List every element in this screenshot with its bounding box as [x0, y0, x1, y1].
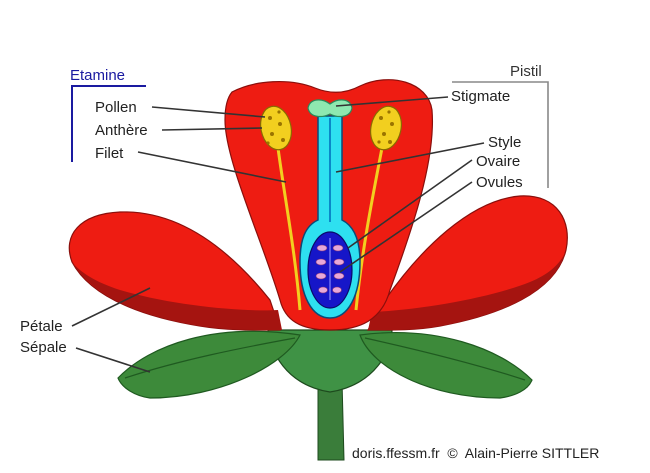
sepal-left — [117, 330, 301, 399]
ovules-leader — [339, 181, 473, 273]
anthere-leader — [161, 127, 263, 131]
anthere-label: Anthère — [95, 122, 148, 139]
stigmate-leader — [335, 96, 449, 107]
filament-right — [354, 147, 384, 311]
style-label: Style — [488, 134, 521, 151]
style-leader — [335, 142, 485, 173]
sepal-left-vein — [124, 337, 296, 379]
petal-left-shade — [72, 262, 282, 331]
filet-leader — [137, 151, 287, 183]
pistil-bracket — [452, 81, 549, 188]
etamine-bracket — [71, 85, 146, 162]
filet-label: Filet — [95, 145, 124, 162]
ovules — [315, 244, 345, 294]
petale-label: Pétale — [20, 318, 63, 335]
sepale-leader — [75, 347, 151, 373]
stigma — [307, 99, 353, 118]
stigmate-label: Stigmate — [451, 88, 510, 105]
pistil-label: Pistil — [510, 63, 542, 80]
pollen-leader — [151, 106, 266, 118]
etamine-label: Etamine — [70, 67, 125, 84]
ovaire-label: Ovaire — [476, 153, 520, 170]
petal-right-shade — [368, 250, 566, 331]
sepal-right-vein — [364, 337, 526, 381]
sepal-right — [359, 332, 533, 399]
sepale-label: Sépale — [20, 339, 67, 356]
anther-right — [370, 105, 402, 151]
petale-leader — [71, 287, 151, 327]
filament-left — [276, 147, 302, 311]
pollen-label: Pollen — [95, 99, 137, 116]
ovaire-leader — [347, 159, 473, 249]
ovules-label: Ovules — [476, 174, 523, 191]
pollen-grains — [266, 110, 394, 145]
credit-text: doris.ffessm.fr © Alain-Pierre SITTLER — [352, 445, 599, 461]
